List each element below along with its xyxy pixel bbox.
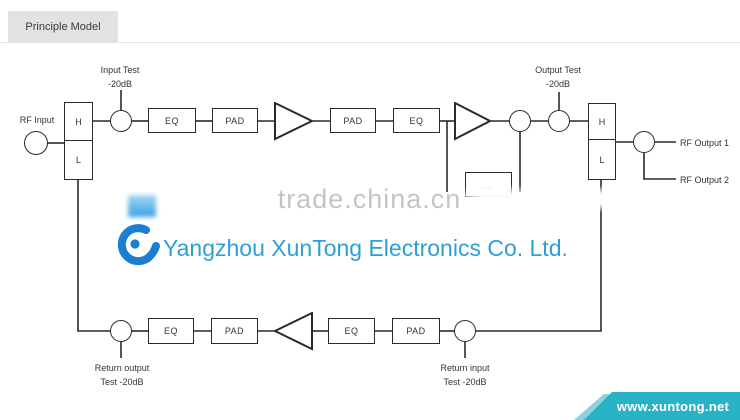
website-banner: www.xuntong.net: [584, 392, 740, 420]
return-amplifier: [272, 311, 314, 351]
diplexer-high-cell: H: [65, 103, 92, 141]
diplexer-low-cell: L: [75, 155, 81, 165]
tab-label: Principle Model: [25, 20, 101, 33]
output-test-label: Output Test -20dB: [520, 63, 596, 91]
rf-output2-label: RF Output 2: [680, 175, 730, 185]
return-input-label-line2: Test -20dB: [443, 377, 487, 387]
input-test-label: Input Test -20dB: [82, 63, 158, 91]
forward-pad1-box: PAD: [212, 108, 258, 133]
return-output-label-line2: Test -20dB: [100, 377, 144, 387]
forward-amplifier-2: [454, 101, 493, 141]
tab-principle-model[interactable]: Principle Model: [8, 11, 118, 42]
website-url-text: www.xuntong.net: [616, 398, 730, 414]
output-diplexer: H L: [588, 103, 616, 180]
input-diplexer: H L: [64, 102, 93, 180]
return-input-test-point: [454, 320, 476, 342]
return-pad2-box: PAD: [392, 318, 440, 344]
rf-input-label: RF Input: [19, 115, 55, 125]
output-test-label-line1: Output Test: [535, 65, 581, 75]
input-test-label-line2: -20dB: [107, 79, 133, 89]
output-splitter-point: [633, 131, 655, 153]
diplexer-low-cell: L: [599, 154, 605, 165]
forward-pad2-box: PAD: [330, 108, 376, 133]
return-output-label: Return output Test -20dB: [82, 361, 162, 389]
output-sample-point: [509, 110, 531, 132]
input-test-point: [110, 110, 132, 132]
rf-output1-label: RF Output 1: [680, 138, 730, 148]
company-name-text: Yangzhou XunTong Electronics Co. Ltd.: [163, 235, 568, 261]
rf-input-port: [24, 131, 48, 155]
return-eq2-box: EQ: [328, 318, 375, 344]
return-eq1-box: EQ: [148, 318, 194, 344]
return-pad1-box: PAD: [211, 318, 258, 344]
input-test-label-line1: Input Test: [100, 65, 140, 75]
tab-divider: [0, 42, 740, 43]
return-output-test-point: [110, 320, 132, 342]
output-test-label-line2: -20dB: [545, 79, 571, 89]
forward-eq2-box: EQ: [393, 108, 440, 133]
forward-amplifier-1: [274, 101, 315, 141]
forward-eq1-box: EQ: [148, 108, 196, 133]
return-input-label: Return input Test -20dB: [425, 361, 505, 389]
diplexer-high-cell: H: [589, 104, 615, 140]
output-test-point: [548, 110, 570, 132]
watermark-text: trade.china.cn: [277, 184, 462, 214]
return-output-label-line1: Return output: [94, 363, 150, 373]
company-logo-icon: [106, 192, 164, 276]
return-input-label-line1: Return input: [440, 363, 490, 373]
